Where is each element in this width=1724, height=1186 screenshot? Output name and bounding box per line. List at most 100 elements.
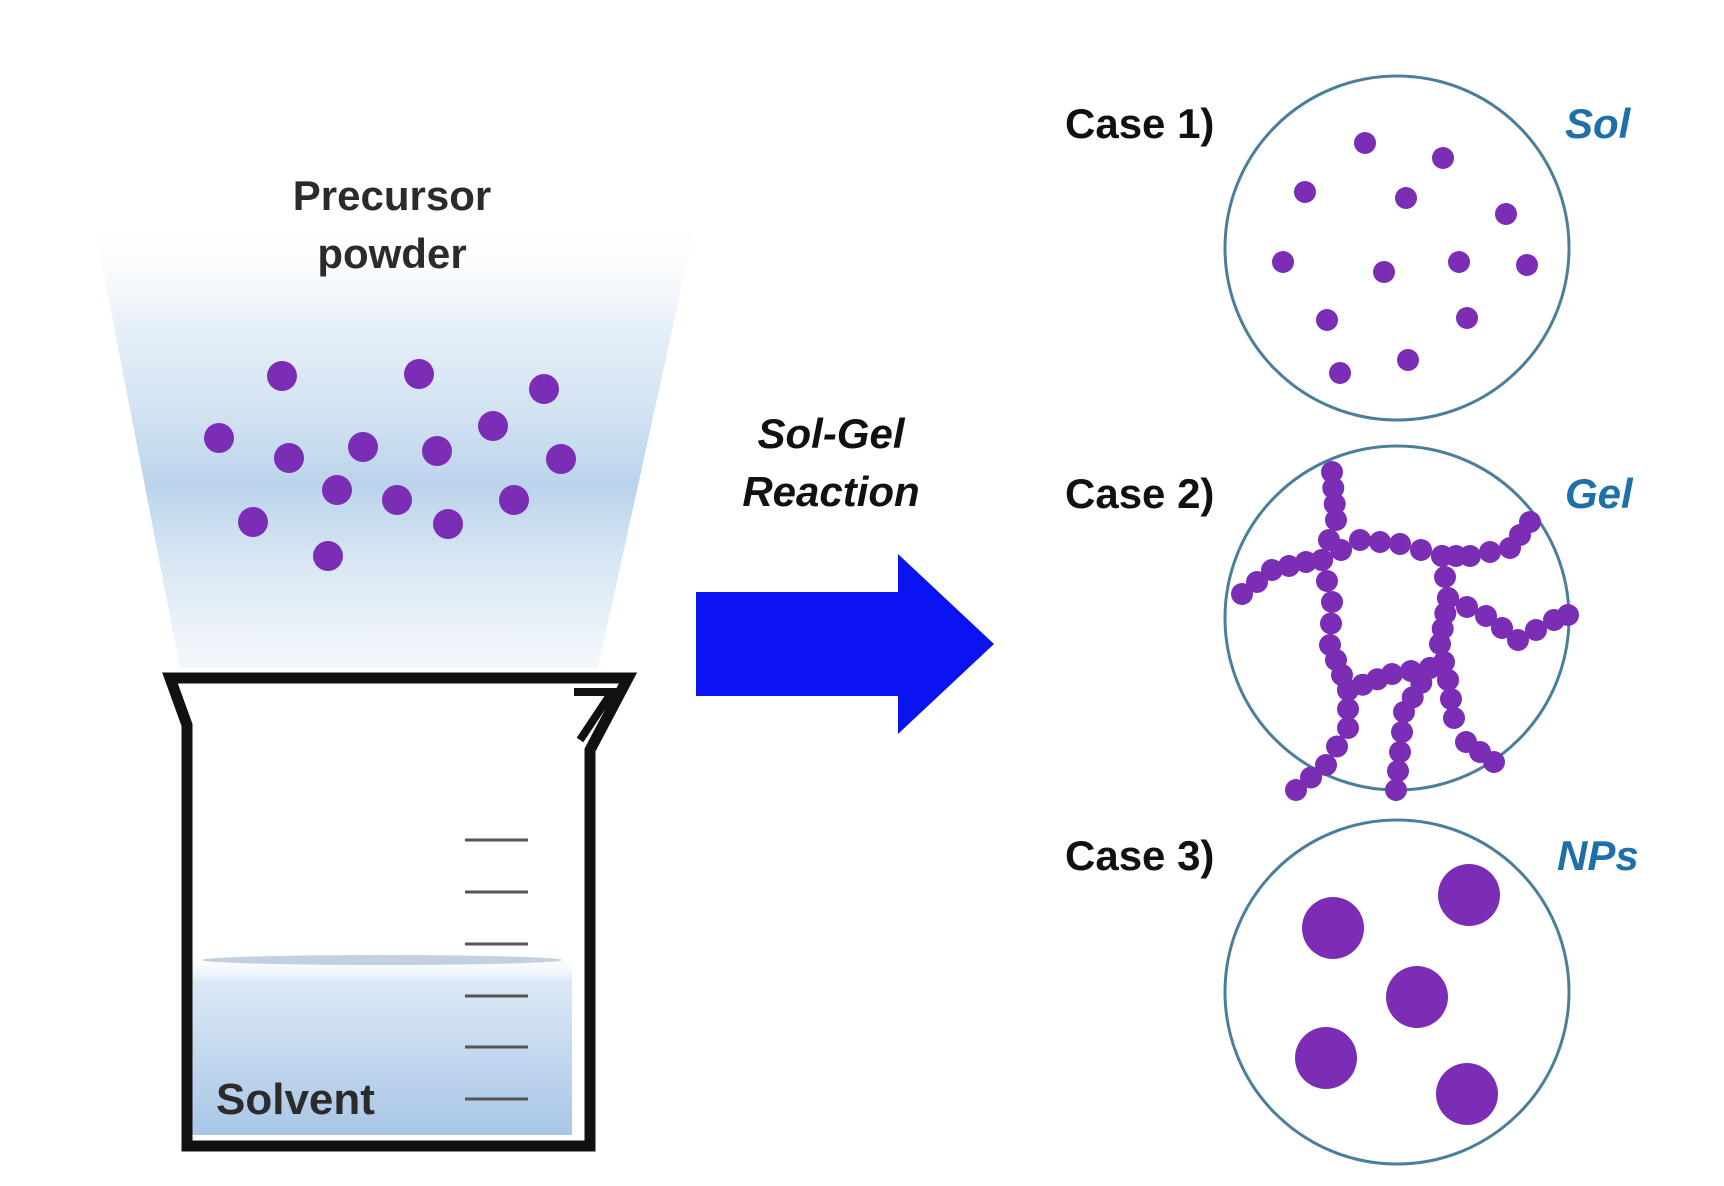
gel-bead <box>1316 570 1338 592</box>
gel-bead <box>1321 591 1343 613</box>
gel-bead <box>1440 688 1462 710</box>
sol-particle <box>1373 261 1395 283</box>
sol-particle <box>1448 251 1470 273</box>
precursor-particle <box>313 541 343 571</box>
gel-bead <box>1323 493 1346 515</box>
sol-particle <box>1397 349 1419 371</box>
gel-bead <box>1519 511 1541 533</box>
gel-bead <box>1525 619 1547 641</box>
solvent-surface <box>202 955 562 965</box>
gel-bead <box>1385 779 1407 801</box>
precursor-particle <box>204 423 234 453</box>
case-1-circle <box>1223 74 1571 422</box>
gel-bead <box>1337 717 1359 739</box>
precursor-particle <box>322 475 352 505</box>
gel-bead <box>1391 721 1413 743</box>
sol-particle <box>1432 147 1454 169</box>
gel-bead <box>1389 741 1411 763</box>
sol-particle <box>1329 362 1351 384</box>
gel-bead <box>1387 760 1409 782</box>
reaction-arrow <box>696 554 994 734</box>
gel-bead <box>1389 533 1411 555</box>
precursor-particle <box>422 436 452 466</box>
gel-bead <box>1337 698 1359 720</box>
precursor-particle <box>382 485 412 515</box>
gel-bead <box>1459 545 1481 567</box>
gel-bead <box>1479 541 1501 563</box>
reaction-label-line1: Sol-Gel <box>757 410 905 457</box>
gel-bead <box>1393 701 1415 723</box>
gel-bead <box>1285 779 1307 801</box>
gel-bead <box>1295 551 1317 573</box>
gel-bead <box>1437 669 1459 691</box>
gel-bead <box>1434 566 1456 588</box>
gel-bead <box>1330 539 1352 561</box>
gel-bead <box>1483 751 1505 773</box>
case-3-state: NPs <box>1557 832 1639 879</box>
gel-bead <box>1278 555 1300 577</box>
case-3: Case 3) NPs <box>1065 818 1639 1166</box>
gel-bead <box>1315 754 1337 776</box>
gel-bead <box>1437 587 1459 609</box>
gel-bead <box>1507 629 1529 651</box>
gel-bead <box>1326 735 1348 758</box>
precursor-particles <box>204 359 576 571</box>
gel-bead <box>1322 477 1345 499</box>
case-3-label: Case 3) <box>1065 832 1214 879</box>
case-1-label: Case 1) <box>1065 100 1214 147</box>
sol-particle <box>1516 254 1538 276</box>
beaker-spout <box>574 688 620 743</box>
beaker-outline <box>162 672 638 1152</box>
precursor-label-line1: Precursor <box>293 172 491 219</box>
gel-bead <box>1320 612 1342 635</box>
precursor-particle <box>348 432 378 462</box>
gel-bead <box>1381 663 1403 685</box>
precursor-label-line2: powder <box>317 230 466 277</box>
nanoparticle <box>1438 864 1500 926</box>
sol-particle <box>1395 187 1417 209</box>
gel-bead <box>1321 461 1343 483</box>
precursor-particle <box>499 485 529 515</box>
precursor-particle <box>546 444 576 474</box>
precursor-particle <box>238 507 268 537</box>
gel-bead <box>1491 617 1513 639</box>
gel-network <box>1231 461 1579 801</box>
case-2: Case 2) Gel <box>1065 444 1634 801</box>
case-1-state: Sol <box>1565 100 1632 147</box>
precursor-particle <box>478 411 508 441</box>
precursor-particle <box>433 509 463 539</box>
sol-particle <box>1272 251 1294 273</box>
gel-bead <box>1557 604 1579 626</box>
gel-bead <box>1475 605 1497 627</box>
sol-particles <box>1272 132 1538 384</box>
nanoparticle <box>1295 1027 1357 1089</box>
sol-particle <box>1495 203 1517 225</box>
solvent-liquid <box>192 955 572 1135</box>
gel-bead <box>1369 531 1391 553</box>
case-2-state: Gel <box>1565 470 1634 517</box>
sol-particle <box>1316 309 1338 331</box>
sol-particle <box>1354 132 1376 154</box>
gel-bead <box>1431 545 1453 567</box>
sol-particle <box>1456 307 1478 329</box>
gel-bead <box>1456 596 1478 618</box>
nanoparticle <box>1436 1063 1498 1125</box>
precursor-particle <box>267 361 297 391</box>
powder-beam <box>92 212 698 668</box>
gel-bead <box>1429 633 1451 655</box>
gel-bead <box>1443 707 1465 729</box>
beaker: Solvent <box>162 672 638 1152</box>
gel-bead <box>1246 571 1268 593</box>
gel-bead <box>1261 559 1283 581</box>
gel-bead <box>1311 549 1333 571</box>
case-1: Case 1) Sol <box>1065 74 1632 422</box>
precursor-particle <box>274 443 304 473</box>
nanoparticle <box>1302 897 1364 959</box>
gel-bead <box>1300 766 1322 789</box>
reaction-label-line2: Reaction <box>742 468 919 515</box>
sol-particle <box>1294 181 1316 203</box>
gel-bead <box>1349 529 1371 551</box>
precursor-particle <box>529 374 559 404</box>
gel-bead <box>1231 583 1253 605</box>
